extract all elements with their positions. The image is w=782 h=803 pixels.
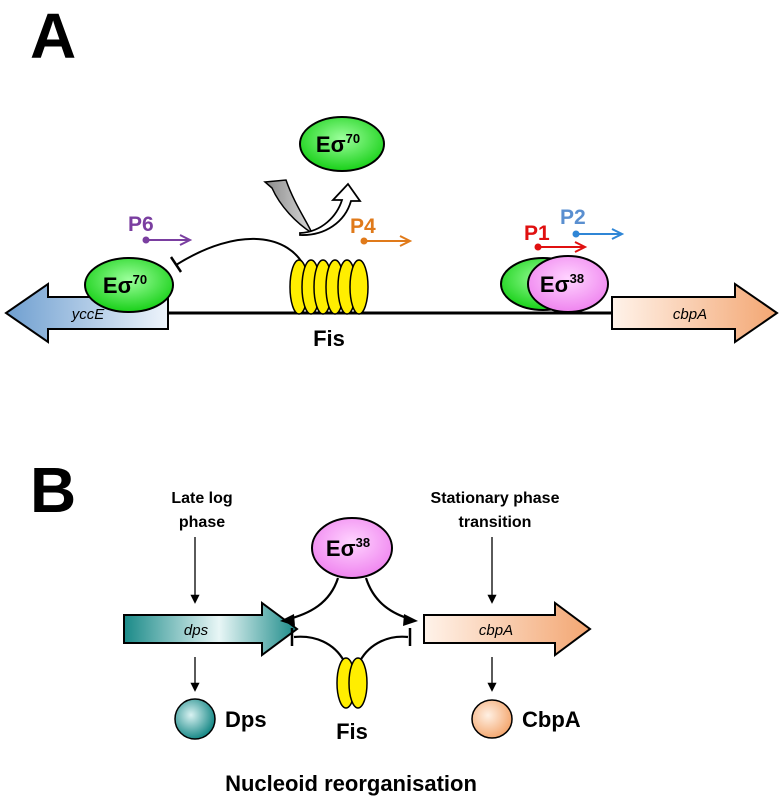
svg-text:Eσ70: Eσ70 (316, 131, 360, 157)
rnap-yccE-sup: 70 (133, 272, 147, 287)
rnap-yccE-base: Eσ (103, 273, 133, 298)
gene-dps-label: dps (184, 622, 209, 639)
promoter-p1: P1 (524, 222, 588, 253)
gene-dps-arrow: dps (123, 601, 299, 657)
rnap-cbpA-base: Eσ (540, 272, 570, 297)
rnap-sigma38-center: Eσ38 (311, 517, 393, 579)
late-log-label-line1: Late log (171, 490, 232, 507)
activation-head-cbpA (403, 614, 418, 626)
stationary-label-line2: transition (459, 514, 532, 531)
gene-cbpA-arrow: cbpA (611, 282, 779, 344)
dps-protein (174, 698, 216, 740)
gene-yccE-label: yccE (71, 306, 106, 323)
gene-cbpA-label: cbpA (673, 306, 707, 323)
activation-arrow-dps (284, 577, 340, 622)
promoter-p6: P6 (128, 213, 193, 246)
rnap-b-sup: 38 (356, 535, 370, 550)
dps-protein-label: Dps (225, 707, 267, 732)
panel-b-label: B (30, 454, 76, 526)
gene-cbpA-arrow-b: cbpA (423, 601, 592, 657)
promoter-p4-label: P4 (350, 215, 376, 238)
repression-arc-cbpA (359, 635, 409, 662)
stationary-label-line1: Stationary phase (431, 490, 560, 507)
rnap-sigma38-cbpA: Eσ38 (500, 255, 609, 313)
fis-label-b: Fis (336, 719, 368, 744)
promoter-p2-label: P2 (560, 206, 586, 229)
late-log-label-line2: phase (179, 514, 225, 531)
promoter-p2: P2 (560, 206, 625, 240)
promoter-p1-label: P1 (524, 222, 550, 245)
promoter-p6-label: P6 (128, 213, 154, 236)
cbpA-protein (471, 699, 513, 739)
fis-label-a: Fis (313, 326, 345, 351)
svg-text:Eσ70: Eσ70 (103, 272, 147, 298)
fis-protein-a (289, 259, 369, 315)
gene-cbpA-label-b: cbpA (479, 622, 513, 639)
cbpA-protein-label: CbpA (522, 707, 581, 732)
nucleoid-caption: Nucleoid reorganisation (225, 771, 477, 796)
activation-head-dps (280, 614, 295, 626)
rnap-free-base: Eσ (316, 132, 346, 157)
repression-arc-dps (293, 635, 345, 662)
activation-arrow-cbpA (364, 577, 414, 622)
fis-protein-b (336, 657, 368, 709)
rnap-sigma70-yccE: Eσ70 (84, 257, 174, 313)
svg-text:Eσ38: Eσ38 (326, 535, 370, 561)
rnap-b-base: Eσ (326, 536, 356, 561)
panel-a-label: A (30, 0, 76, 72)
svg-text:Eσ38: Eσ38 (540, 271, 584, 297)
promoter-p4: P4 (350, 215, 413, 247)
rnap-free-sup: 70 (346, 131, 360, 146)
fis-repression-arc (169, 237, 306, 273)
rnap-sigma70-free: Eσ70 (299, 116, 385, 172)
recycle-arrows (263, 179, 362, 236)
rnap-cbpA-sup: 38 (570, 271, 584, 286)
